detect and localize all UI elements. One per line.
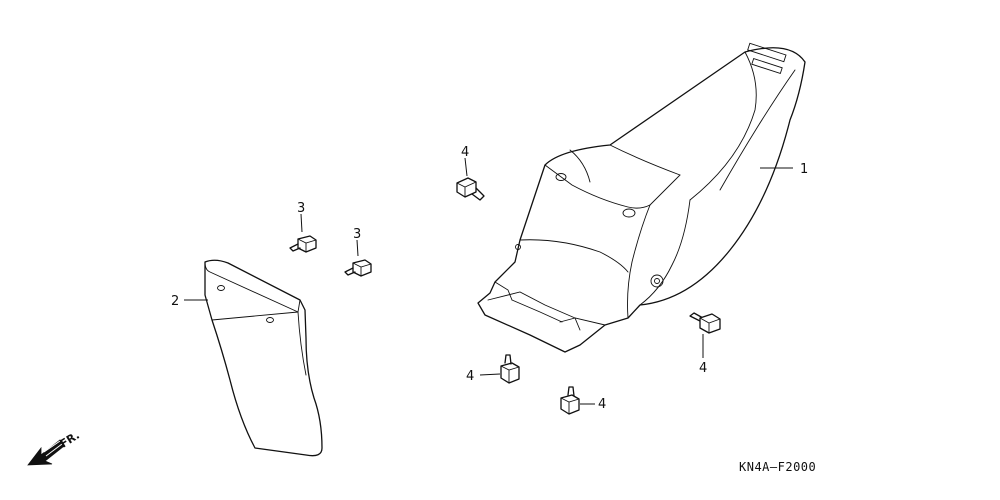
screw-top: [456, 157, 485, 201]
bolt-a: [289, 213, 317, 253]
callout-rear-fender: 1: [800, 162, 808, 177]
diagram-code: KN4A—F2000: [739, 460, 816, 474]
callout-screw-left: 4: [466, 369, 474, 384]
front-indicator: FR.: [27, 429, 82, 466]
callout-bolt-right: 4: [699, 361, 707, 376]
bolt-b: [344, 239, 372, 277]
callout-bolt-b: 3: [353, 227, 361, 242]
callout-screw-top: 4: [461, 145, 469, 160]
screw-left: [479, 354, 520, 384]
rear-fender: [477, 42, 806, 353]
front-arrow-icon: [27, 439, 65, 466]
screw-bottom: [560, 386, 595, 415]
callout-bolt-a: 3: [297, 201, 305, 216]
mud-guard: [204, 259, 323, 457]
callout-mud-guard: 2: [171, 294, 179, 309]
callout-screw-bottom: 4: [598, 397, 606, 412]
bolt-right: [689, 312, 721, 358]
